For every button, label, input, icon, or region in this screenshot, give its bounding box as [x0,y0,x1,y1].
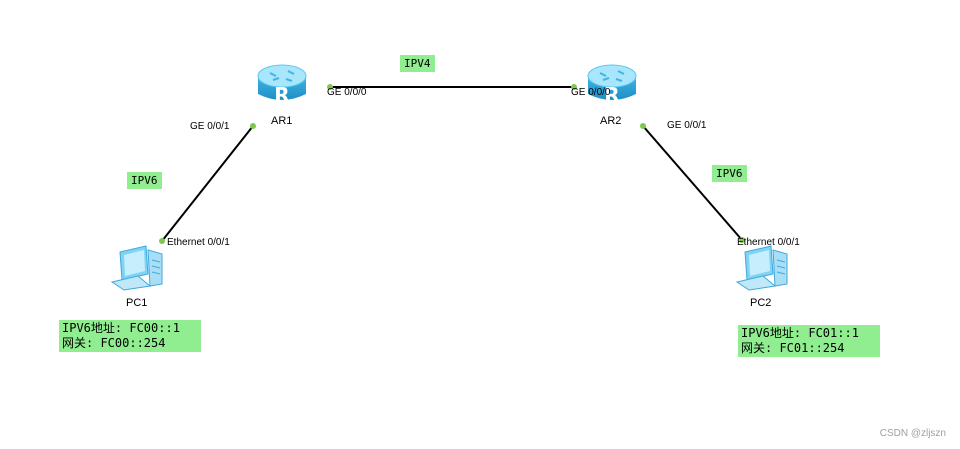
link-ar1-pc1[interactable] [161,125,254,242]
router-ar2[interactable]: R [586,60,638,108]
port-dot-ar1-ge000[interactable] [327,84,333,90]
port-dot-ar1-ge001[interactable] [250,123,256,129]
pc1-label: PC1 [126,297,148,309]
pc2-label: PC2 [750,297,772,309]
pc-icon [110,245,163,291]
ar1-label: AR1 [271,115,293,127]
port-label-ar2-ge000: GE 0/0/0 [571,87,611,98]
svg-text:R: R [274,83,289,107]
svg-text:R: R [604,83,619,107]
port-label-pc2-eth: Ethernet 0/0/1 [737,237,800,248]
port-dot-pc1-eth[interactable] [159,238,165,244]
router-icon: R [257,64,307,107]
note-pc2: IPV6地址: FC01::1 网关: FC01::254 [738,325,880,357]
note-pc1-address: IPV6地址: FC00::1 [62,321,180,335]
port-label-pc1-eth: Ethernet 0/0/1 [167,237,230,248]
note-pc1-gateway: 网关: FC00::254 [62,336,166,350]
port-dot-ar2-ge000[interactable] [571,84,577,90]
pc-pc1[interactable] [110,244,166,292]
router-icon: R [587,64,637,107]
tag-ipv6-left: IPV6 [127,172,162,189]
port-dot-pc2-eth[interactable] [739,237,745,243]
note-pc1: IPV6地址: FC00::1 网关: FC00::254 [59,320,201,352]
port-label-ar2-ge001: GE 0/0/1 [667,120,707,131]
pc-icon [735,245,788,291]
port-label-ar1-ge000: GE 0/0/0 [327,87,367,98]
port-label-ar1-ge001: GE 0/0/1 [190,121,230,132]
tag-ipv4: IPV4 [400,55,435,72]
note-pc2-address: IPV6地址: FC01::1 [741,326,859,340]
note-pc2-gateway: 网关: FC01::254 [741,341,845,355]
pc-pc2[interactable] [735,244,791,292]
port-dot-ar2-ge001[interactable] [640,123,646,129]
ar2-label: AR2 [600,115,622,127]
router-ar1[interactable]: R [256,60,308,108]
tag-ipv6-right: IPV6 [712,165,747,182]
link-ar2-pc2[interactable] [642,125,743,241]
watermark: CSDN @zljszn [879,428,946,439]
